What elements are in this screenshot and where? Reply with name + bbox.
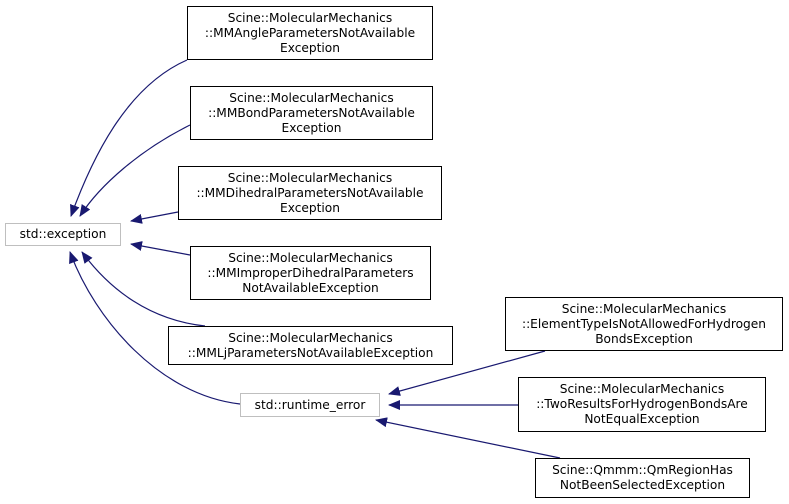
- node-std-exception-label: std::exception: [19, 227, 107, 241]
- node-mm-lj-parameters-exception-label: Scine::MolecularMechanics ::MMLjParamete…: [187, 330, 434, 360]
- node-qm-region-not-selected-exception-label: Scine::Qmmm::QmRegionHas NotBeenSelected…: [552, 463, 733, 492]
- node-mm-dihedral-parameters-exception-label: Scine::MolecularMechanics ::MMDihedralPa…: [196, 170, 424, 215]
- edge-mm-improper-to-std-exception: [130, 241, 191, 256]
- node-element-type-not-allowed-exception[interactable]: Scine::MolecularMechanics ::ElementTypeI…: [505, 297, 783, 351]
- edge-mm-angle-to-std-exception: [70, 59, 188, 217]
- edge-mm-dihedral-to-std-exception: [130, 211, 179, 224]
- node-std-runtime-error[interactable]: std::runtime_error: [240, 393, 380, 417]
- node-element-type-not-allowed-exception-label: Scine::MolecularMechanics ::ElementTypeI…: [521, 301, 767, 346]
- node-qm-region-not-selected-exception[interactable]: Scine::Qmmm::QmRegionHas NotBeenSelected…: [535, 458, 750, 498]
- node-two-results-hydrogen-bonds-exception-label: Scine::MolecularMechanics ::TwoResultsFo…: [536, 382, 748, 426]
- node-two-results-hydrogen-bonds-exception[interactable]: Scine::MolecularMechanics ::TwoResultsFo…: [518, 377, 766, 432]
- node-mm-lj-parameters-exception[interactable]: Scine::MolecularMechanics ::MMLjParamete…: [168, 326, 453, 365]
- node-mm-improper-dihedral-exception-label: Scine::MolecularMechanics ::MMImproperDi…: [207, 250, 414, 295]
- node-std-runtime-error-label: std::runtime_error: [254, 397, 366, 412]
- node-mm-bond-parameters-exception-label: Scine::MolecularMechanics ::MMBondParame…: [208, 90, 415, 135]
- node-std-exception[interactable]: std::exception: [5, 223, 121, 246]
- node-mm-bond-parameters-exception[interactable]: Scine::MolecularMechanics ::MMBondParame…: [190, 86, 433, 140]
- edge-mm-bond-to-std-exception: [79, 124, 191, 217]
- node-mm-angle-parameters-exception[interactable]: Scine::MolecularMechanics ::MMAngleParam…: [187, 6, 433, 60]
- node-mm-dihedral-parameters-exception[interactable]: Scine::MolecularMechanics ::MMDihedralPa…: [178, 166, 442, 220]
- edge-std-runtime-error-to-std-exception: [69, 251, 241, 405]
- edge-mm-lj-to-std-exception: [81, 251, 206, 327]
- edge-element-type-to-std-runtime-error: [388, 350, 546, 396]
- node-mm-angle-parameters-exception-label: Scine::MolecularMechanics ::MMAngleParam…: [204, 10, 416, 55]
- edge-qm-region-to-std-runtime-error: [375, 417, 561, 459]
- node-mm-improper-dihedral-exception[interactable]: Scine::MolecularMechanics ::MMImproperDi…: [190, 246, 431, 300]
